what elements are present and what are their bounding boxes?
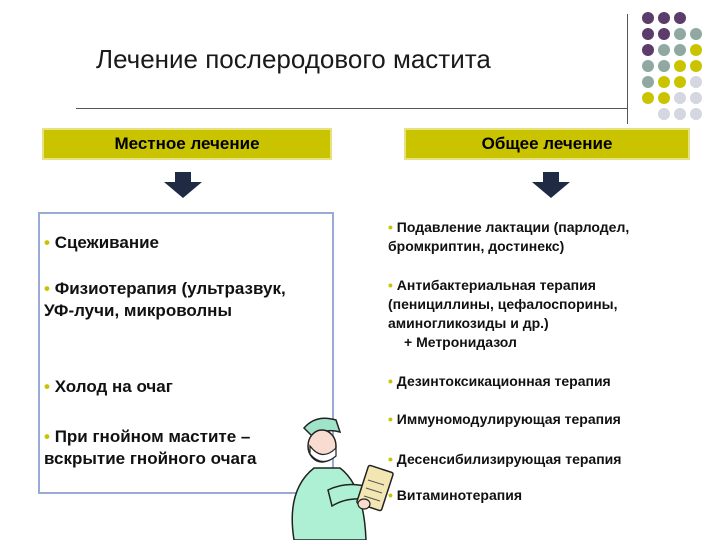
list-item-text: Физиотерапия (ультразвук, УФ-лучи, микро…: [44, 279, 286, 320]
bullet: •: [388, 373, 393, 389]
dot: [690, 108, 702, 120]
dot: [674, 44, 686, 56]
list-item-text: При гнойном мастите – вскрытие гнойного …: [44, 427, 257, 468]
bullet: •: [44, 377, 50, 396]
bullet: •: [388, 219, 393, 235]
list-item: • Витаминотерапия: [388, 486, 688, 505]
dot: [674, 28, 686, 40]
dot: [690, 44, 702, 56]
dot: [642, 60, 654, 72]
list-item: • Физиотерапия (ультразвук, УФ-лучи, мик…: [44, 278, 294, 322]
list-item-text: Антибактериальная терапия (пенициллины, …: [388, 277, 618, 331]
down-arrow-icon: [164, 172, 202, 198]
local-treatment-panel: [38, 212, 334, 494]
list-item: • Иммуномодулирующая терапия: [388, 410, 688, 429]
list-item-extra: + Метронидазол: [404, 334, 517, 350]
list-item-text: Иммуномодулирующая терапия: [396, 411, 621, 427]
down-arrow-icon: [532, 172, 570, 198]
dot: [642, 92, 654, 104]
bullet: •: [44, 233, 50, 252]
dot: [690, 28, 702, 40]
horizontal-divider: [76, 108, 628, 109]
dot: [674, 92, 686, 104]
list-item-text: Сцеживание: [54, 233, 160, 252]
slide-title: Лечение послеродового мастита: [96, 44, 491, 74]
list-item: • Десенсибилизирующая терапия: [388, 450, 688, 469]
dot: [674, 76, 686, 88]
dot: [642, 76, 654, 88]
list-item: • Подавление лактации (парлодел, бромкри…: [388, 218, 688, 256]
dot: [690, 60, 702, 72]
bullet: •: [44, 427, 50, 446]
decorative-dots: [640, 12, 720, 122]
list-item-text: Холод на очаг: [54, 377, 173, 396]
general-treatment-header: Общее лечение: [404, 128, 690, 160]
dot: [658, 108, 670, 120]
dot: [658, 28, 670, 40]
list-item-text: Подавление лактации (парлодел, бромкрипт…: [388, 219, 630, 254]
dot: [674, 60, 686, 72]
local-treatment-header: Местное лечение: [42, 128, 332, 160]
dot: [658, 76, 670, 88]
dot: [658, 44, 670, 56]
vertical-divider: [627, 14, 628, 124]
bullet: •: [388, 451, 393, 467]
dot: [674, 12, 686, 24]
dot: [658, 60, 670, 72]
list-item: • Холод на очаг: [44, 376, 324, 398]
list-item: • Сцеживание: [44, 232, 324, 254]
dot: [642, 44, 654, 56]
nurse-illustration: [291, 417, 394, 540]
dot: [674, 108, 686, 120]
dot: [642, 12, 654, 24]
dot: [658, 12, 670, 24]
dot: [658, 92, 670, 104]
dot: [690, 92, 702, 104]
bullet: •: [388, 277, 393, 293]
bullet: •: [388, 487, 393, 503]
dot: [642, 28, 654, 40]
bullet: •: [44, 279, 50, 298]
list-item-text: Витаминотерапия: [396, 487, 522, 503]
list-item-text: Дезинтоксикационная терапия: [396, 373, 611, 389]
list-item: • При гнойном мастите – вскрытие гнойног…: [44, 426, 304, 470]
dot: [690, 76, 702, 88]
bullet: •: [388, 411, 393, 427]
list-item: • Дезинтоксикационная терапия: [388, 372, 688, 391]
list-item-text: Десенсибилизирующая терапия: [396, 451, 622, 467]
list-item: • Антибактериальная терапия (пенициллины…: [388, 276, 688, 352]
